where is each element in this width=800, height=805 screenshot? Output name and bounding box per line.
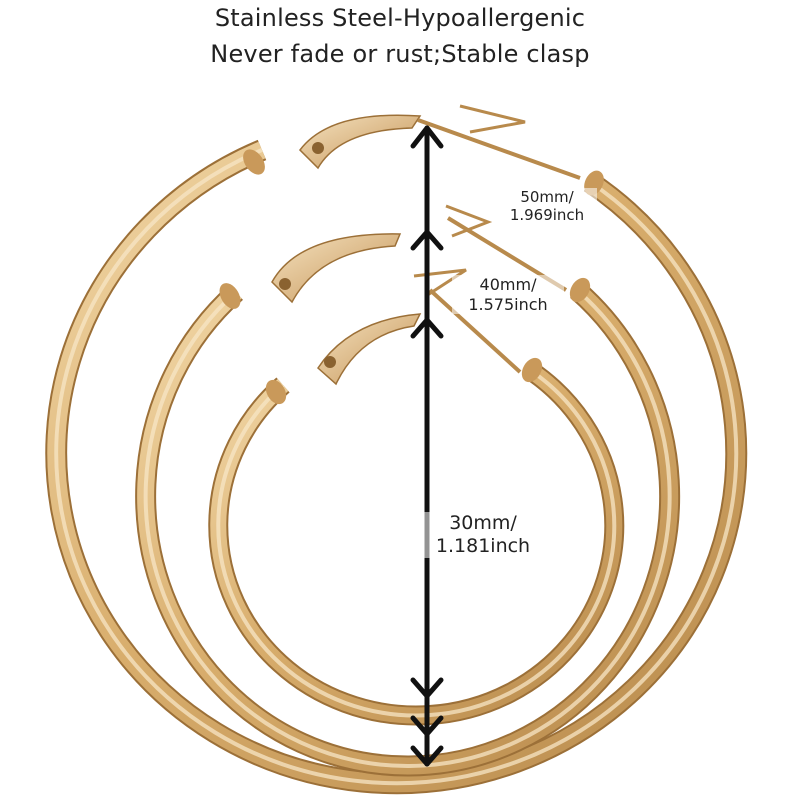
arrowhead-40mm-top — [410, 229, 444, 251]
hoop-30mm — [208, 268, 625, 726]
arrowhead-30mm-top — [410, 317, 444, 339]
size-label-40mm-mm: 40mm/ — [479, 275, 537, 294]
size-label-40mm-inch: 1.575inch — [468, 294, 548, 314]
arrowhead-40mm-bottom — [410, 715, 444, 737]
hoop-40mm — [135, 204, 681, 777]
size-label-50mm-inch: 1.969inch — [509, 206, 585, 225]
arrowhead-30mm-bottom — [410, 677, 444, 699]
headline-features: Never fade or rust;Stable clasp — [210, 40, 590, 68]
hoop-50mm — [45, 104, 748, 795]
size-label-40mm: 40mm/ 1.575inch — [452, 275, 564, 315]
clasp-40mm — [271, 233, 402, 304]
clasp-30mm — [317, 313, 422, 386]
size-label-50mm-mm: 50mm/ — [520, 188, 574, 206]
size-label-30mm-inch: 1.181inch — [435, 535, 531, 558]
size-label-50mm: 50mm/ 1.969inch — [497, 188, 597, 225]
size-label-30mm-mm: 30mm/ — [449, 512, 517, 534]
measurement-arrow — [410, 125, 444, 767]
clasp-50mm — [299, 114, 422, 170]
size-label-30mm: 30mm/ 1.181inch — [418, 512, 548, 559]
arrowhead-top — [410, 125, 444, 149]
headline-material: Stainless Steel-Hypoallergenic — [214, 4, 586, 32]
arrowhead-50mm-bottom — [410, 745, 444, 767]
